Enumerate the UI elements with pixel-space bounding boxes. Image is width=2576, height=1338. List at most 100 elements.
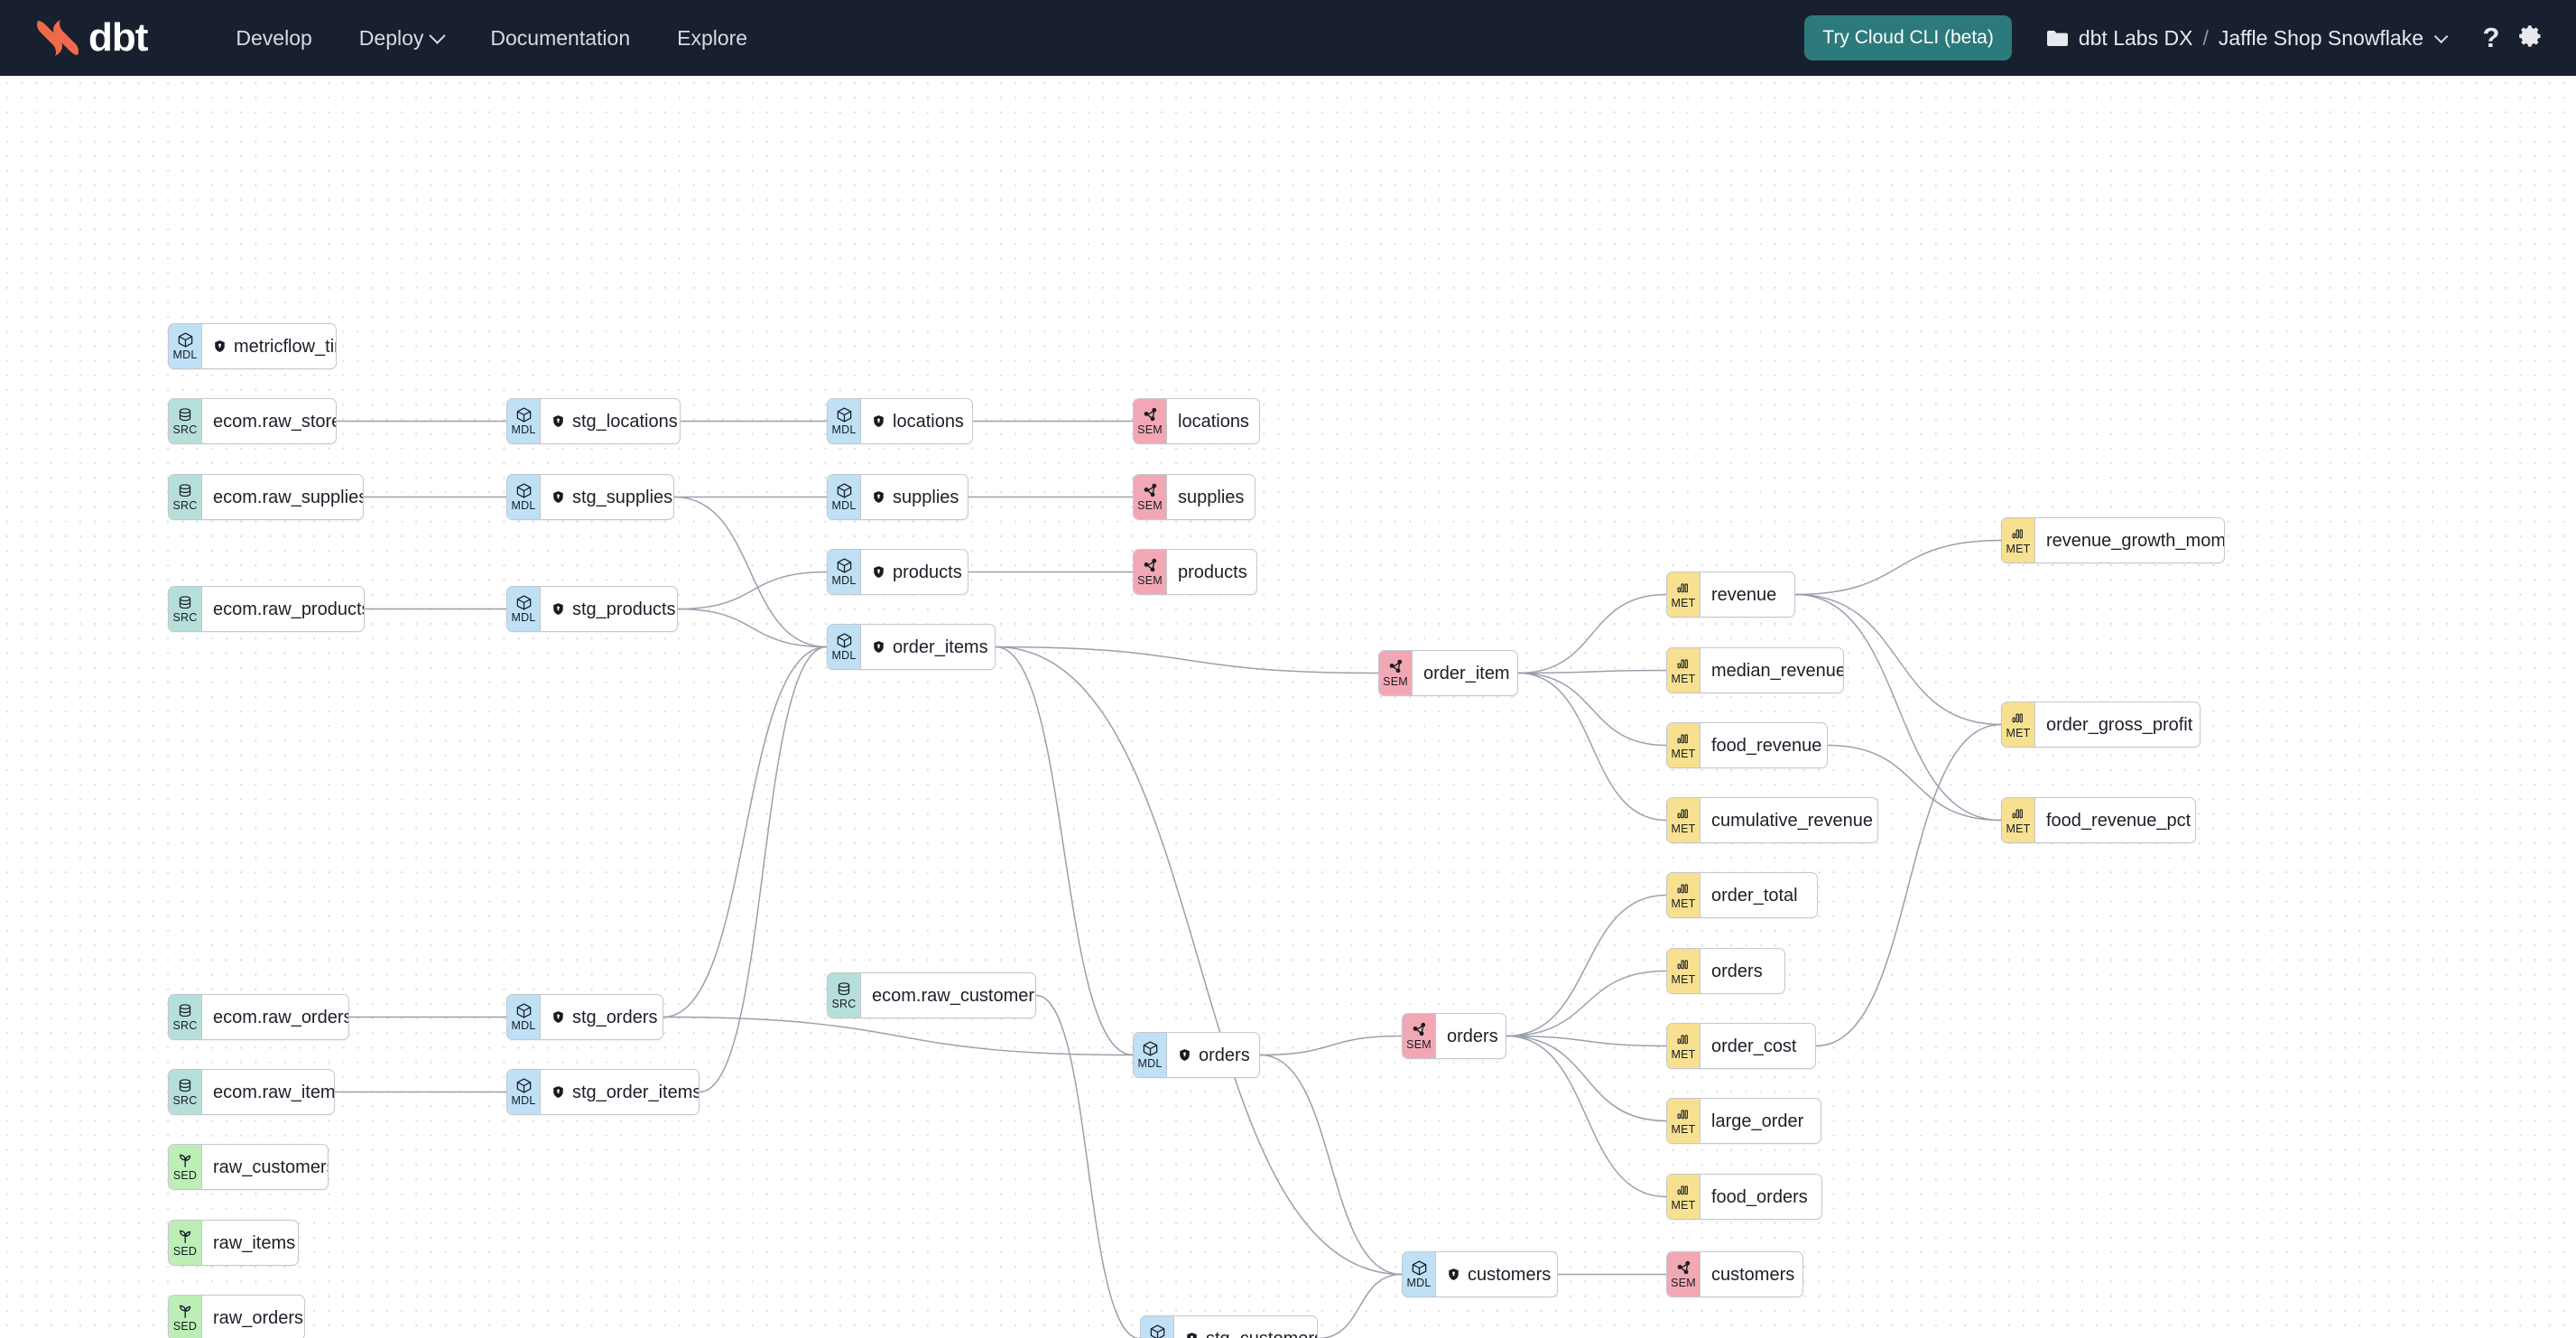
node-label: supplies: [893, 487, 959, 507]
nav-link-explore[interactable]: Explore: [653, 26, 771, 51]
node-label: order_cost: [1711, 1036, 1797, 1056]
node-label: ecom.raw_customers: [872, 985, 1036, 1006]
node-label: products: [893, 562, 962, 582]
node-type-badge-sed: SED: [169, 1296, 202, 1338]
graph-node-supplies_mdl[interactable]: MDL supplies: [827, 474, 968, 520]
nav-link-deploy[interactable]: Deploy: [336, 26, 468, 51]
node-type-label: MDL: [831, 574, 857, 588]
node-label: ecom.raw_items: [213, 1082, 335, 1102]
node-type-label: MET: [1671, 1199, 1696, 1213]
edge-revenue-to-food_revenue_pct: [1794, 593, 2002, 822]
node-type-label: SEM: [1137, 574, 1163, 588]
graph-node-order_cost[interactable]: MET order_cost: [1666, 1023, 1816, 1069]
graph-node-products_mdl[interactable]: MDL products: [827, 549, 968, 595]
help-button[interactable]: ?: [2471, 18, 2511, 58]
cube-icon: [836, 406, 853, 423]
nav-link-documentation[interactable]: Documentation: [467, 26, 653, 51]
node-body: revenue_growth_mom: [2035, 518, 2224, 562]
dbt-logo-text: dbt: [88, 15, 148, 60]
bar-chart-icon: [2010, 805, 2027, 822]
node-body: order_cost: [1700, 1024, 1812, 1068]
cube-icon: [515, 482, 533, 499]
account-name[interactable]: dbt Labs DX: [2078, 25, 2193, 50]
node-type-badge-met: MET: [1667, 949, 1700, 993]
node-type-badge-sem: SEM: [1667, 1252, 1700, 1296]
node-type-badge-mdl: MDL: [828, 475, 861, 519]
node-body: metricflow_time_spine: [202, 324, 336, 368]
node-body: orders: [1700, 949, 1777, 993]
node-body: orders: [1436, 1014, 1506, 1058]
shield-icon: [551, 413, 565, 429]
node-type-label: SRC: [172, 1094, 198, 1108]
try-cloud-cli-button[interactable]: Try Cloud CLI (beta): [1804, 15, 2012, 60]
nav-link-develop-label: Develop: [236, 25, 312, 50]
node-type-badge-mdl: MDL: [828, 625, 861, 669]
graph-node-orders_met[interactable]: MET orders: [1666, 948, 1785, 994]
node-type-label: MET: [1671, 973, 1696, 987]
graph-node-ecom_raw_customers[interactable]: SRC ecom.raw_customers: [827, 972, 1036, 1018]
nav-link-develop[interactable]: Develop: [212, 26, 335, 51]
node-type-badge-sem: SEM: [1379, 651, 1413, 695]
node-body: order_total: [1700, 873, 1812, 917]
node-type-badge-met: MET: [1667, 1024, 1700, 1068]
lineage-graph-canvas[interactable]: MDLmetricflow_time_spineSRCecom.raw_stor…: [0, 76, 2576, 1338]
chevron-down-icon: [429, 26, 447, 44]
project-selector[interactable]: Jaffle Shop Snowflake: [2219, 26, 2449, 51]
node-label: ecom.raw_stores: [213, 411, 336, 432]
node-type-badge-sem: SEM: [1403, 1014, 1436, 1058]
sprout-icon: [177, 1303, 194, 1320]
dbt-logo[interactable]: dbt: [32, 15, 148, 60]
node-type-badge-met: MET: [2002, 518, 2035, 562]
node-label: raw_items: [213, 1232, 296, 1253]
node-type-badge-src: SRC: [828, 973, 861, 1017]
node-type-badge-mdl: MDL: [828, 550, 861, 594]
settings-button[interactable]: [2511, 18, 2551, 58]
bar-chart-icon: [2010, 710, 2027, 727]
node-body: order_item: [1413, 651, 1517, 695]
bar-chart-icon: [1675, 880, 1692, 897]
node-label: supplies: [1178, 487, 1245, 507]
node-body: ecom.raw_products: [202, 587, 364, 631]
graph-node-ecom_raw_items[interactable]: SRC ecom.raw_items: [168, 1069, 335, 1115]
sprout-icon: [177, 1228, 194, 1245]
shield-icon: [213, 339, 227, 354]
edge-stg_products-to-order_items_mdl: [677, 608, 828, 648]
graph-node-raw_items[interactable]: SED raw_items: [168, 1220, 299, 1266]
node-type-badge-mdl: MDL: [1134, 1033, 1167, 1077]
node-label: revenue: [1711, 584, 1777, 605]
node-type-label: SED: [172, 1245, 198, 1259]
